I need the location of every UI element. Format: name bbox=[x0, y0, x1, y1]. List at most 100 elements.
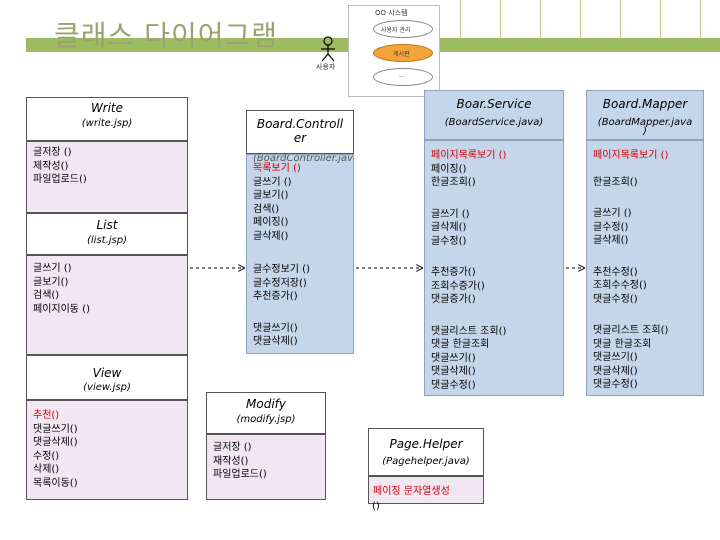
use-case-ellipse bbox=[373, 44, 433, 62]
view-method: 수정() bbox=[33, 450, 60, 462]
mapper-class-file: (BoardMapper.java bbox=[597, 117, 693, 128]
write-class-file: (write.jsp) bbox=[81, 118, 133, 129]
controller-method: 추천증가() bbox=[253, 291, 298, 302]
modify-method: 재작성() bbox=[213, 455, 249, 467]
view-class-body: 추천() 댓글쓰기() 댓글삭제() 수정() 삭제() 목록이동() bbox=[26, 400, 188, 500]
list-class-title: List bbox=[96, 218, 118, 232]
pagehelper-method: 페이징 문자열생성 bbox=[373, 486, 450, 497]
write-method: 글저장 () bbox=[33, 147, 72, 158]
header-grid-line bbox=[500, 0, 501, 38]
controller-method: 댓글쓰기() bbox=[253, 322, 298, 334]
mapper-method: 댓글 한글조회 bbox=[593, 338, 652, 350]
service-method: 댓글리스트 조회() bbox=[431, 325, 507, 337]
mapper-method: 댓글수정() bbox=[593, 379, 638, 390]
mapper-method: 추천수정() bbox=[593, 266, 638, 278]
modify-method: 파일업로드() bbox=[213, 469, 267, 480]
service-method: 조회수증가() bbox=[431, 280, 485, 292]
header-grid-line bbox=[460, 0, 461, 38]
controller-class-header: Board.Controll er bbox=[246, 110, 354, 154]
view-method: 댓글삭제() bbox=[33, 437, 78, 448]
mapper-method: 글쓰기 () bbox=[593, 208, 632, 219]
service-method: 글수정() bbox=[431, 235, 467, 247]
pagehelper-class-file: (Pagehelper.java) bbox=[382, 456, 470, 467]
system-label: OO 시스템 bbox=[375, 9, 408, 17]
controller-method: 글보기() bbox=[253, 190, 289, 201]
service-method: 페이징() bbox=[431, 163, 467, 175]
service-method: 댓글쓰기() bbox=[431, 352, 476, 364]
controller-method: 글수정저장() bbox=[253, 277, 307, 289]
view-method: 추천() bbox=[33, 410, 60, 421]
controller-class-title: Board.Controll bbox=[256, 117, 344, 131]
actor-icon bbox=[318, 36, 338, 62]
list-method: 글쓰기 () bbox=[33, 263, 72, 274]
use-case-ellipse bbox=[373, 20, 433, 38]
list-class-header: List (list.jsp) bbox=[26, 213, 188, 255]
header-grid-line bbox=[660, 0, 661, 38]
list-class-file: (list.jsp) bbox=[86, 235, 127, 246]
pagehelper-class-header: Page.Helper (Pagehelper.java) bbox=[368, 428, 484, 476]
view-method: 댓글쓰기() bbox=[33, 423, 78, 435]
modify-class-header: Modify (modify.jsp) bbox=[206, 392, 326, 434]
service-method: 추천증가() bbox=[431, 267, 476, 278]
header-grid-line bbox=[620, 0, 621, 38]
write-method: 제작성() bbox=[33, 160, 69, 172]
modify-class-body: 글저장 () 재작성() 파일업로드() bbox=[206, 434, 326, 500]
controller-method: 검색() bbox=[253, 203, 280, 215]
header-accent-right bbox=[440, 38, 720, 52]
service-class-header: Boar.Service (BoardService.java) bbox=[424, 90, 564, 140]
mapper-class-header: Board.Mapper (BoardMapper.java ) bbox=[586, 90, 704, 140]
write-class-title: Write bbox=[90, 101, 123, 115]
view-class-header: View (view.jsp) bbox=[26, 355, 188, 400]
service-method: 댓글수정() bbox=[431, 379, 476, 391]
service-method: 글쓰기 () bbox=[431, 208, 470, 220]
header-grid-line bbox=[540, 0, 541, 38]
view-class-title: View bbox=[92, 366, 122, 380]
mapper-class-body: 페이지목록보기 () 한글조회() 글쓰기 () 글수정() 글삭제() 추천수… bbox=[586, 140, 704, 396]
view-class-file: (view.jsp) bbox=[83, 382, 131, 393]
controller-class-title-cont: er bbox=[293, 131, 307, 145]
list-class-body: 글쓰기 () 글보기() 검색() 페이지이동 () bbox=[26, 255, 188, 355]
slide-title: 클래스 다이어그램 bbox=[54, 19, 278, 52]
mapper-method: 한글조회() bbox=[593, 176, 638, 188]
write-class-header: Write (write.jsp) bbox=[26, 97, 188, 141]
use-case-inset: OO 시스템 사용자 관리 게시판 ... bbox=[348, 5, 440, 97]
use-case-more: ... bbox=[399, 72, 405, 79]
service-class-title: Boar.Service bbox=[456, 97, 532, 111]
controller-method: 목록보기 () bbox=[253, 163, 301, 174]
list-method: 페이지이동 () bbox=[33, 303, 90, 315]
service-method: 페이지목록보기 () bbox=[431, 150, 507, 161]
mapper-method: 댓글삭제() bbox=[593, 365, 638, 377]
service-method: 댓글 한글조회 bbox=[431, 339, 490, 350]
view-method: 삭제() bbox=[33, 464, 60, 475]
list-method: 검색() bbox=[33, 290, 60, 301]
controller-method: 글수정보기 () bbox=[253, 264, 310, 275]
use-case-board: 게시판 bbox=[393, 51, 410, 58]
service-method: 한글조회() bbox=[431, 177, 476, 188]
modify-class-title: Modify bbox=[246, 397, 286, 411]
service-method: 글삭제() bbox=[431, 222, 467, 233]
modify-class-file: (modify.jsp) bbox=[236, 414, 296, 425]
write-class-body: 글저장 () 제작성() 파일업로드() bbox=[26, 141, 188, 213]
mapper-method: 글수정() bbox=[593, 221, 629, 233]
header-grid-line bbox=[700, 0, 701, 38]
service-method: 댓글삭제() bbox=[431, 366, 476, 377]
use-case-user-mgmt: 사용자 관리 bbox=[381, 27, 411, 34]
service-class-file: (BoardService.java) bbox=[444, 117, 544, 128]
header-accent bbox=[0, 38, 26, 52]
mapper-method: 조회수수정() bbox=[593, 280, 647, 291]
controller-class-body: (BoardController.java) 목록보기 () 글쓰기 () 글보… bbox=[246, 154, 354, 354]
pagehelper-class-title: Page.Helper bbox=[389, 437, 463, 451]
write-method: 파일업로드() bbox=[33, 174, 87, 185]
modify-method: 글저장 () bbox=[213, 442, 252, 453]
use-case-ellipse bbox=[373, 68, 433, 86]
mapper-class-file-cont: ) bbox=[643, 126, 647, 137]
view-method: 목록이동() bbox=[33, 477, 78, 489]
pagehelper-method-tail: () bbox=[372, 501, 380, 512]
mapper-method: 글삭제() bbox=[593, 235, 629, 246]
controller-class-file: (BoardController.java) bbox=[253, 154, 354, 164]
controller-method: 댓글삭제() bbox=[253, 336, 298, 347]
mapper-method: 페이지목록보기 () bbox=[593, 150, 669, 161]
header-grid-line bbox=[580, 0, 581, 38]
mapper-method: 댓글쓰기() bbox=[593, 352, 638, 363]
